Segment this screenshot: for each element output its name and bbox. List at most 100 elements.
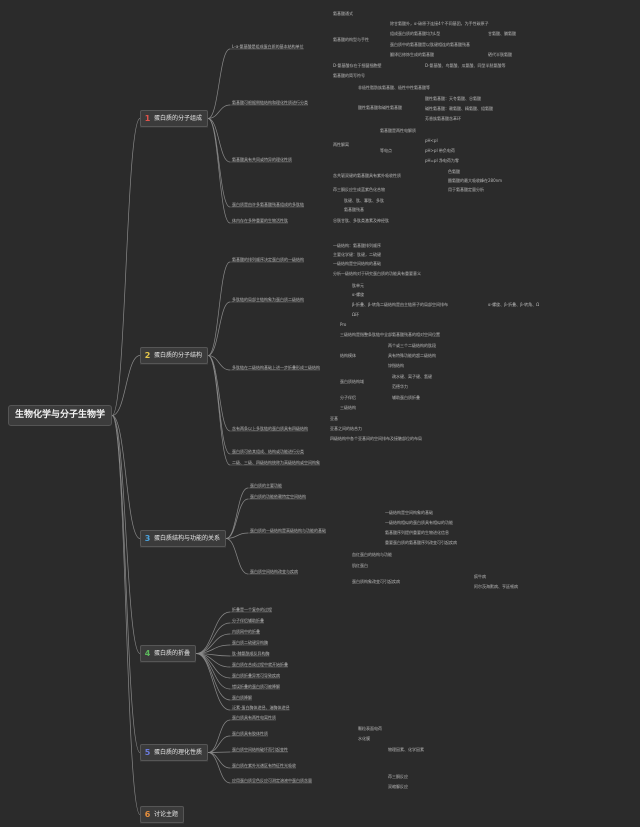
b1-node[interactable]: 硒代半胱氨酸	[488, 52, 512, 57]
b2-topic-2[interactable]: 多肽链的局部主链构象为蛋白质二级结构	[232, 297, 304, 302]
b1-node[interactable]: 酸性氨基酸：天冬氨酸、谷氨酸	[425, 96, 481, 101]
b2-node[interactable]: 疏水键、离子键、氢键	[392, 374, 432, 379]
b1-node[interactable]: 氨基酸通式	[333, 11, 353, 16]
b1-node[interactable]: 翻译后修饰生成的氨基酸	[390, 52, 434, 57]
b1-topic-5[interactable]: 体内存在多种重要的生物活性肽	[232, 218, 288, 223]
b2-node[interactable]: 一级结构：氨基酸排列顺序	[333, 243, 381, 248]
b2-node[interactable]: 三级结构是指整条肽链中全部氨基酸残基的相对空间位置	[340, 332, 440, 337]
b4-topic[interactable]: 泛素-蛋白酶体途径、溶酶体途径	[232, 705, 290, 710]
b4-topic[interactable]: 分子伴侣辅助折叠	[232, 618, 264, 623]
b5-node[interactable]: 茚三酮反应	[388, 774, 408, 779]
b4-topic[interactable]: 肽-脯氨酰顺反异构酶	[232, 651, 270, 656]
b2-topic-6[interactable]: 二级、三级、四级结构统称为高级结构或空间构象	[232, 460, 320, 465]
b1-node[interactable]: 非极性脂肪族氨基酸、极性中性氨基酸等	[358, 85, 430, 90]
b1-node[interactable]: 氨基酸是两性电解质	[380, 128, 416, 133]
b3-node[interactable]: 一级结构相似的蛋白质具有相似的功能	[385, 520, 453, 525]
b5-topic[interactable]: 蛋白质具有两性电离性质	[232, 715, 276, 720]
b1-topic-2[interactable]: 氨基酸可根据侧链结构和理化性质进行分类	[232, 100, 308, 105]
b2-node[interactable]: 具有特殊功能的超二级结构	[388, 353, 436, 358]
branch-physicochemical-properties[interactable]: 5 蛋白质的理化性质	[140, 744, 209, 761]
b5-node[interactable]: 双缩脲反应	[388, 784, 408, 789]
b2-node[interactable]: 范德华力	[392, 384, 408, 389]
b1-node[interactable]: 甘氨酸、脯氨酸	[488, 31, 516, 36]
b2-node[interactable]: 分析一级结构对于研究蛋白质的功能具有重要意义	[333, 271, 421, 276]
b2-topic-1[interactable]: 氨基酸的排列顺序决定蛋白质的一级结构	[232, 257, 304, 262]
b1-node[interactable]: 两性解离	[333, 142, 349, 147]
b2-topic-3[interactable]: 多肽链在二级结构基础上进一步折叠形成三级结构	[232, 365, 320, 370]
b3-node[interactable]: 血红蛋白的结构与功能	[352, 552, 392, 557]
b2-node[interactable]: 三级结构	[340, 405, 356, 410]
b5-topic[interactable]: 蛋白质在紫外光谱区有特征性光吸收	[232, 763, 296, 768]
b4-topic[interactable]: 蛋白质在合成过程中就开始折叠	[232, 662, 288, 667]
branch-protein-composition[interactable]: 1 蛋白质的分子组成	[140, 110, 209, 127]
b2-node[interactable]: 两个或三个二级结构的肽段	[388, 343, 436, 348]
b1-node[interactable]: 茚三酮反应生成蓝紫色化合物	[333, 187, 385, 192]
b2-node[interactable]: β-折叠、β-转角	[352, 302, 380, 307]
b1-node[interactable]: 谷胱甘肽、多肽类激素及神经肽	[333, 218, 389, 223]
b3-node[interactable]: 重要蛋白质的氨基酸序列改变可引起疾病	[385, 540, 457, 545]
branch-protein-folding[interactable]: 4 蛋白质的折叠	[140, 645, 197, 662]
b3-topic-4[interactable]: 蛋白质空间结构改变与疾病	[250, 569, 298, 574]
b1-node[interactable]: 酸性氨基酸和碱性氨基酸	[358, 105, 402, 110]
b1-topic-3[interactable]: 氨基酸具有共同或特异的理化性质	[232, 157, 292, 162]
b1-topic-1[interactable]: L-α-氨基酸是组成蛋白质的基本结构单位	[232, 44, 304, 49]
b2-node[interactable]: 结构模体	[340, 353, 356, 358]
b5-node[interactable]: 物理因素、化学因素	[388, 747, 424, 752]
b4-topic[interactable]: 蛋白质二硫键异构酶	[232, 640, 268, 645]
b3-topic-1[interactable]: 蛋白质的主要功能	[250, 483, 282, 488]
branch-discussion-topics[interactable]: 6 讨论主题	[140, 806, 185, 823]
b2-node[interactable]: 锌指结构	[388, 363, 404, 368]
b1-node[interactable]: 氨基酸残基	[344, 207, 364, 212]
b3-node[interactable]: 一级结构是空间构象的基础	[385, 510, 433, 515]
root-topic[interactable]: 生物化学与分子生物学	[8, 405, 113, 426]
b4-topic[interactable]: 错误折叠的蛋白质可被降解	[232, 684, 280, 689]
b3-node[interactable]: 肌红蛋白	[352, 563, 368, 568]
b4-topic[interactable]: 折叠是一个复杂的过程	[232, 607, 272, 612]
b5-topic[interactable]: 应用蛋白质呈色反应可测定溶液中蛋白质含量	[232, 778, 312, 783]
b3-node[interactable]: 蛋白质构象改变可引起疾病	[352, 579, 400, 584]
b3-node[interactable]: 氨基酸序列提供重要的生物进化信息	[385, 530, 449, 535]
b2-node[interactable]: 主要化学键：肽键，二硫键	[333, 252, 381, 257]
b3-topic-2[interactable]: 蛋白质的一级结构是高级结构与功能的基础	[250, 528, 326, 533]
b4-topic[interactable]: 蛋白质折叠异常可导致疾病	[232, 673, 280, 678]
b1-node[interactable]: 除甘氨酸外，α-碳原子连接4个不同基团，为手性碳原子	[390, 21, 489, 26]
b1-node[interactable]: 氨基酸的构型与手性	[333, 37, 369, 42]
b1-node[interactable]: pH=pI 净电荷为零	[425, 158, 459, 163]
b2-node[interactable]: 亚基	[330, 416, 338, 421]
b2-node[interactable]: 四级结构中各个亚基间的空间排布及接触部位的布局	[330, 436, 422, 441]
b2-node[interactable]: α-螺旋、β-折叠、β-转角、Ω	[488, 302, 540, 307]
b2-node[interactable]: 一级结构是空间结构的基础	[333, 261, 381, 266]
b5-node[interactable]: 颗粒表面电荷	[358, 726, 382, 731]
b1-node[interactable]: 用于氨基酸定量分析	[448, 187, 484, 192]
b2-node[interactable]: Ω环	[352, 312, 360, 317]
b2-node[interactable]: α-螺旋	[352, 292, 365, 297]
b2-node[interactable]: Pro	[340, 322, 347, 327]
b1-node[interactable]: 氨基酸的简写符号	[333, 73, 365, 78]
b1-node[interactable]: 酪氨酸的最大吸收峰在280nm	[448, 178, 503, 183]
b2-node[interactable]: 肽单元	[352, 283, 364, 288]
b2-node[interactable]: 蛋白质结构域	[340, 379, 364, 384]
b3-topic-3[interactable]: 蛋白质的功能依赖特定空间结构	[250, 494, 306, 499]
branch-protein-structure[interactable]: 2 蛋白质的分子结构	[140, 347, 209, 364]
b1-node[interactable]: 等电点	[380, 148, 392, 153]
b2-node[interactable]: 二级结构是由主链原子的局部空间排布	[380, 302, 448, 307]
b1-node[interactable]: 色氨酸	[448, 169, 460, 174]
b1-node[interactable]: 组成蛋白质的氨基酸均为L型	[390, 31, 441, 36]
b1-node[interactable]: pH<pI	[425, 138, 438, 143]
branch-structure-function[interactable]: 3 蛋白质结构与功能的关系	[140, 530, 227, 547]
b1-node[interactable]: 肽键、肽、寡肽、多肽	[344, 198, 384, 203]
b1-node[interactable]: 蛋白质中的氨基酸是以肽键相连的氨基酸残基	[390, 42, 470, 47]
b5-topic[interactable]: 蛋白质空间结构破坏而引起变性	[232, 747, 288, 752]
b1-topic-4[interactable]: 蛋白质是由许多氨基酸残基组成的多肽链	[232, 202, 304, 207]
b5-node[interactable]: 水化膜	[358, 736, 370, 741]
b4-topic[interactable]: 内质网中的折叠	[232, 629, 260, 634]
b2-topic-4[interactable]: 含有两条以上多肽链的蛋白质具有四级结构	[232, 426, 308, 431]
b2-node[interactable]: 辅助蛋白质折叠	[392, 395, 420, 400]
b3-node[interactable]: 疯牛病	[474, 574, 486, 579]
b1-node[interactable]: pH>pI 带负电荷	[425, 148, 455, 153]
b2-node[interactable]: 亚基之间的结合力	[330, 426, 362, 431]
b1-node[interactable]: D-氨基酸存在于细菌细胞壁	[333, 63, 382, 68]
b5-topic[interactable]: 蛋白质具有胶体性质	[232, 731, 268, 736]
b1-node[interactable]: 含共轭双键的氨基酸具有紫外吸收性质	[333, 173, 401, 178]
b1-node[interactable]: 碱性氨基酸：赖氨酸、精氨酸、组氨酸	[425, 106, 493, 111]
